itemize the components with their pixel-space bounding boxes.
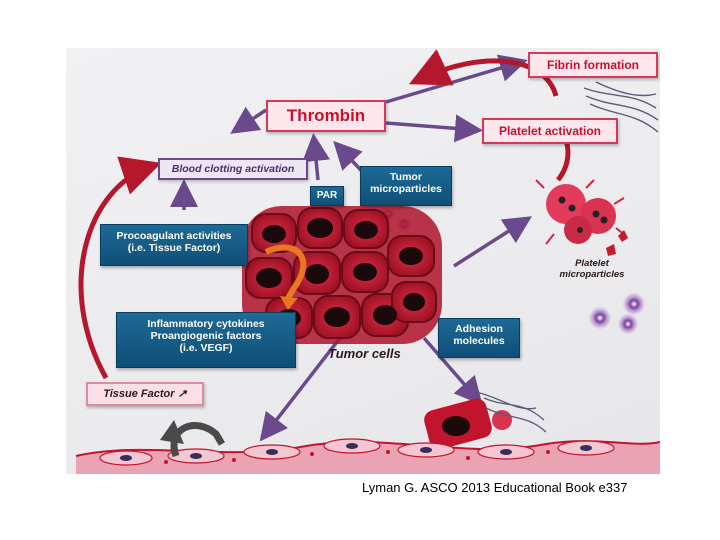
procoagulant-activities-box: Procoagulant activities (i.e. Tissue Fac… — [100, 224, 248, 266]
blood-clotting-activation-box: Blood clotting activation — [158, 158, 308, 180]
thrombosis-diagram: Fibrin formation Thrombin Platelet activ… — [66, 48, 660, 474]
grey-curved-arrow — [170, 422, 226, 458]
activated-platelets — [535, 179, 628, 256]
orange-curved-arrow — [264, 244, 307, 300]
inflammatory-line2: Proangiogenic factors — [150, 330, 262, 343]
par-box: PAR — [310, 186, 344, 206]
procoagulant-line1: Procoagulant activities — [116, 230, 232, 242]
tissue-factor-box: Tissue Factor ↗ — [86, 382, 204, 406]
blood-vessel — [75, 438, 660, 474]
tumor-cells-label: Tumor cells — [328, 346, 401, 361]
tumor-microparticles-box: Tumor microparticles — [360, 166, 452, 206]
adherent-tumor-cell — [424, 391, 547, 450]
citation: Lyman G. ASCO 2013 Educational Book e337 — [362, 480, 628, 495]
fibrin-formation-box: Fibrin formation — [528, 52, 658, 78]
adhesion-molecules-box: Adhesion molecules — [438, 318, 520, 358]
platelet-activation-box: Platelet activation — [482, 118, 618, 144]
procoagulant-line2: (i.e. Tissue Factor) — [127, 242, 221, 255]
inflammatory-cytokines-box: Inflammatory cytokines Proangiogenic fac… — [116, 312, 296, 368]
thrombin-box: Thrombin — [266, 100, 386, 132]
fibrin-strands — [583, 81, 659, 133]
platelet-microparticles-dots — [589, 293, 645, 334]
diagram-graphics — [75, 49, 660, 474]
inflammatory-line3: (i.e. VEGF) — [179, 342, 233, 355]
platelet-microparticles-label: Platelet microparticles — [559, 258, 625, 280]
inflammatory-line1: Inflammatory cytokines — [147, 318, 265, 330]
